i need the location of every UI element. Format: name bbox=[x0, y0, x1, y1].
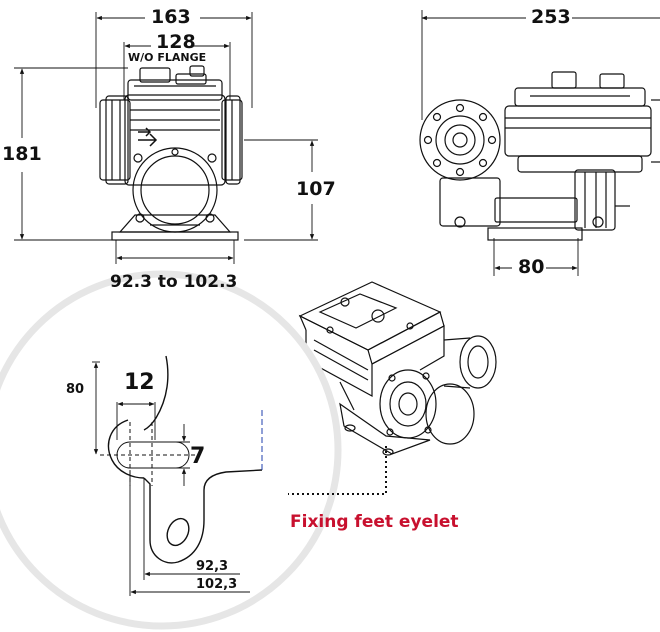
dim-length-overall: 253 bbox=[531, 6, 571, 28]
front-view-pump bbox=[99, 65, 243, 241]
dim-foot-length: 80 bbox=[518, 256, 545, 278]
dim-feet-spacing: 92.3 to 102.3 bbox=[110, 272, 238, 292]
dim-detail-slot-length: 12 bbox=[124, 370, 155, 395]
dim-without-flange-note: W/O FLANGE bbox=[128, 51, 207, 64]
dim-detail-spacing-min: 92,3 bbox=[196, 559, 229, 574]
dim-width-overall: 163 bbox=[151, 6, 191, 28]
side-view-dimension-lines bbox=[421, 10, 660, 276]
callout-leader bbox=[288, 446, 387, 495]
isometric-view-pump bbox=[298, 281, 497, 456]
dim-detail-slot-width: 7 bbox=[190, 444, 206, 469]
detail-foot-outline bbox=[107, 355, 263, 564]
dim-width-without-flange: 128 bbox=[156, 31, 196, 53]
callout-fixing-feet-eyelet: Fixing feet eyelet bbox=[290, 512, 459, 532]
front-view-dimension-lines bbox=[14, 12, 318, 264]
dim-detail-height: 80 bbox=[66, 382, 85, 397]
dim-height-to-axis: 107 bbox=[296, 178, 336, 200]
dim-detail-spacing-max: 102,3 bbox=[196, 577, 238, 592]
detail-view bbox=[0, 270, 342, 630]
dim-height-overall: 181 bbox=[2, 143, 42, 165]
detail-dimension-lines bbox=[92, 361, 250, 596]
flow-direction-icon bbox=[138, 127, 158, 147]
side-view-pump bbox=[419, 71, 660, 241]
